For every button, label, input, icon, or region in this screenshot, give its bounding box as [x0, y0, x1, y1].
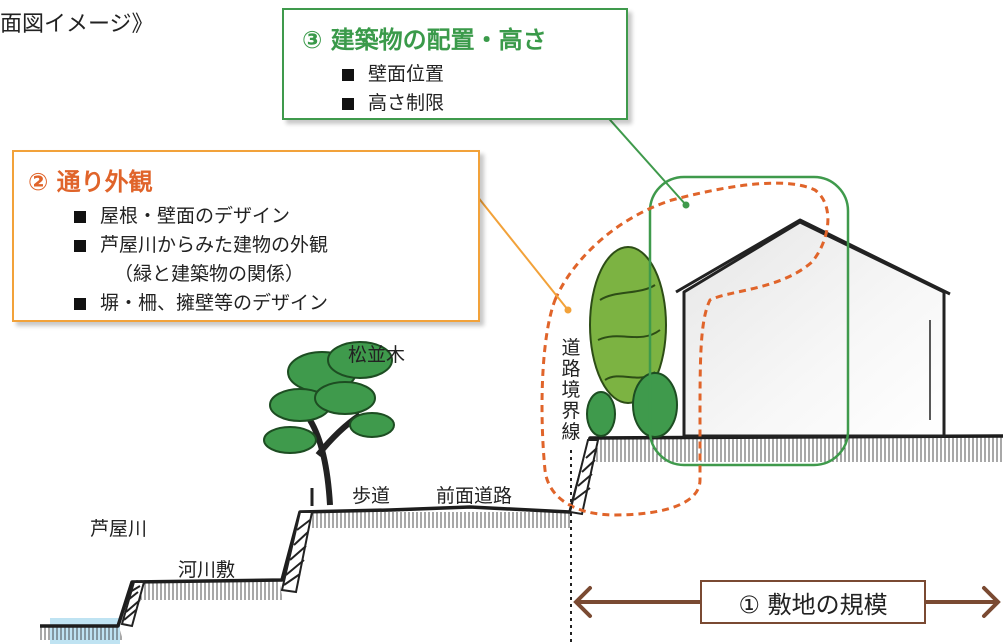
street-appearance-title: ② 通り外観 — [28, 168, 153, 196]
bullet-icon — [74, 298, 86, 310]
building-placement-list: 壁面位置 高さ制限 — [342, 60, 444, 118]
pine-tree — [263, 341, 395, 506]
front-road-label: 前面道路 — [436, 485, 513, 507]
bullet-icon — [74, 240, 86, 252]
street-connector-dot — [564, 306, 572, 314]
building-zone-outline — [648, 175, 850, 467]
bullet-icon — [342, 98, 354, 110]
sidewalk-label: 歩道 — [352, 485, 391, 507]
street-appearance-box: ② 通り外観 屋根・壁面のデザイン 芦屋川からみた建物の外観 （緑と建築物の関係… — [12, 150, 480, 322]
house — [675, 218, 951, 438]
road-boundary-label: 道路境界線 — [560, 337, 582, 443]
street-appearance-list: 屋根・壁面のデザイン 芦屋川からみた建物の外観 （緑と建築物の関係） 塀・柵、擁… — [74, 202, 328, 318]
list-item: 塀・柵、擁壁等のデザイン — [74, 289, 328, 318]
garden-trees — [586, 246, 678, 438]
street-connector — [476, 195, 569, 311]
bullet-icon — [74, 211, 86, 223]
retaining-walls — [120, 439, 600, 628]
site-scale-label: ① 敷地の規模 — [700, 580, 926, 624]
river-label: 芦屋川 — [90, 518, 148, 540]
building-connector — [602, 111, 687, 206]
bullet-icon — [342, 69, 354, 81]
list-item: 芦屋川からみた建物の外観 — [74, 231, 328, 260]
building-placement-title: ③ 建築物の配置・高さ — [302, 26, 547, 54]
ground-hatching — [40, 437, 1003, 640]
pine-row-label: 松並木 — [348, 344, 406, 366]
street-appearance-outline — [540, 181, 830, 517]
list-item: 高さ制限 — [342, 89, 444, 118]
list-item: 屋根・壁面のデザイン — [74, 202, 328, 231]
site-scale-arrow — [573, 586, 1001, 618]
building-connector-dot — [682, 201, 690, 209]
riverbed-label: 河川敷 — [178, 559, 236, 581]
building-placement-box: ③ 建築物の配置・高さ 壁面位置 高さ制限 — [282, 8, 628, 120]
list-item: 壁面位置 — [342, 60, 444, 89]
page-heading: 面図イメージ》 — [0, 12, 154, 37]
list-item: （緑と建築物の関係） — [114, 263, 305, 285]
